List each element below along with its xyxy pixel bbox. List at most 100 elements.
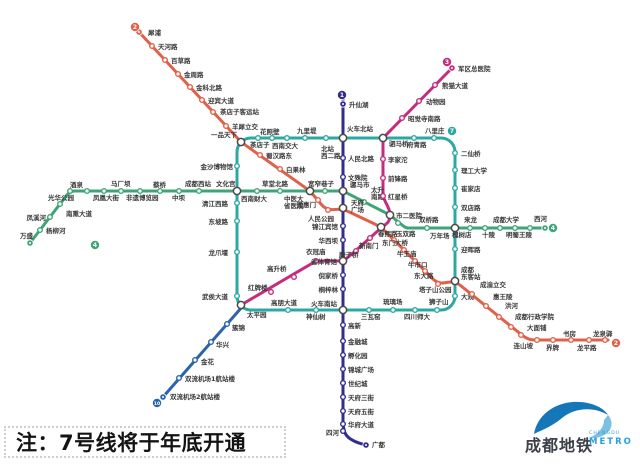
station-label: 成都西站 [185, 179, 212, 188]
station-label: 茶店子客运站 [219, 107, 260, 116]
station-label: 草堂北路 [262, 179, 289, 188]
station-label: 惠王陵 [493, 292, 513, 301]
station-天府五街: 天府五街 [340, 407, 375, 416]
station-label: 羊犀立交 [232, 122, 259, 131]
station-label: 百草路 [171, 56, 191, 65]
station-label: 明蜀王陵 [506, 230, 533, 239]
station-label: 来龙 [463, 215, 478, 224]
station-红牌楼: 红牌楼 [248, 283, 275, 296]
station-百草路: 百草路 [161, 56, 191, 65]
station-label: 高升桥 [267, 264, 287, 273]
station-label: 成都 [461, 265, 475, 274]
station-label: 高朋大道 [271, 298, 298, 307]
station-label: 天河路 [158, 42, 178, 51]
station-华西坝: 华西坝 [319, 236, 347, 245]
station-惠王陵: 惠王陵 [483, 292, 513, 310]
station-金周路: 金周路 [174, 70, 204, 79]
station-label: 迎晖路 [461, 245, 481, 254]
station-label: 锦江宾馆 [312, 222, 339, 231]
metro-logo-swoosh-icon [534, 401, 612, 438]
station-四川师大: 四川师大 [404, 307, 431, 321]
station-label: 光华公园 [47, 193, 75, 202]
metro-line-3-stations: 军区总医院熊猫大道动物园昭觉寺南路驷马桥李家沱前锋路红星桥市二医院新南门磨子桥衣… [248, 64, 491, 296]
station-宽窄巷子: 宽窄巷子 [307, 179, 335, 194]
station-label: 军区总医院 [458, 64, 491, 73]
station-杨柳河: 杨柳河 [37, 226, 66, 235]
station-光华公园: 光华公园 [47, 187, 75, 202]
station-label: 双桥路 [419, 215, 439, 224]
station-西南财大: 西南财大 [241, 187, 268, 203]
station-label: 成都行政学院 [515, 312, 555, 321]
station-万年场: 万年场 [429, 223, 460, 240]
svg-text:2: 2 [614, 340, 618, 347]
station-东大路: 东大路 [414, 268, 434, 280]
station-玉双路: 玉双路 [395, 219, 416, 238]
station-二仙桥: 二仙桥 [452, 149, 481, 158]
logo-text-cn: 成都地铁 [525, 436, 594, 455]
station-label: 玉双路 [396, 229, 416, 238]
station-label: 双流机场1航站楼 [185, 374, 236, 383]
station-狮子山: 狮子山 [428, 297, 449, 314]
station-label: 酒泉 [70, 180, 84, 189]
station-label: 金科北路 [195, 83, 223, 92]
station-label: 火车北站 [347, 124, 374, 133]
station-簇锦: 簇锦 [223, 321, 246, 332]
station-八里庄: 八里庄 [424, 126, 445, 141]
svg-text:2: 2 [133, 24, 137, 31]
station-东坡路: 东坡路 [209, 217, 240, 226]
station-双桥路: 双桥路 [419, 215, 439, 231]
station-label-line2: 东客站 [461, 272, 481, 281]
station-双店路: 双店路 [452, 203, 481, 212]
station-label: 二仙桥 [461, 149, 481, 158]
station-清江西路: 清江西路 [202, 199, 240, 208]
station-label: 太升 [370, 185, 385, 194]
station-新南门: 新南门 [359, 234, 379, 250]
line-4-badge-icon: 4 [548, 222, 559, 233]
station-label: 东门大桥 [382, 238, 409, 247]
station-武侯大道: 武侯大道 [202, 292, 240, 301]
station-白果林: 白果林 [277, 165, 306, 174]
metro-line-4-stations: 万盛杨柳河凤溪河南熏大道光华公园酒泉凤凰大街马厂坝非遗博览园蔡桥中坝成都西站文化… [19, 179, 549, 247]
station-label: 天府五街 [348, 407, 375, 416]
station-label: 狮子山 [428, 297, 449, 306]
station-label: 连山坡 [514, 341, 534, 350]
station-label: 四河 [326, 428, 340, 437]
svg-text:4: 4 [551, 225, 555, 232]
station-神仙树: 神仙树 [306, 307, 326, 321]
station-label: 茶店子 [249, 140, 270, 149]
line-2-badge-icon: 2 [129, 21, 140, 32]
station-label: 新南门 [359, 241, 379, 250]
station-花照壁: 花照壁 [260, 127, 280, 141]
station-骡马市: 骡马市 [338, 180, 370, 196]
station-天府三街: 天府三街 [340, 393, 375, 402]
station-省体育馆: 省体育馆 [310, 256, 348, 266]
station-label-line2: 省医院 [283, 201, 304, 210]
station-label: 簇锦 [231, 323, 246, 332]
station-万盛: 万盛 [19, 231, 34, 247]
line-10-badge-icon: 10 [151, 397, 162, 408]
station-label: 迎宾大道 [208, 96, 235, 105]
logo-text-en: CHENGDU METRO [589, 431, 633, 446]
station-塔子山公园: 塔子山公园 [419, 281, 452, 294]
station-label: 万盛 [19, 231, 34, 240]
station-label: 倪家桥 [319, 271, 339, 280]
logo-text-en-line1: CHENGDU [589, 431, 621, 436]
station-label: 北站 [321, 144, 335, 153]
station-label: 孵化园 [348, 351, 368, 360]
station-火车南站: 火车南站 [311, 299, 348, 315]
station-中坝: 中坝 [172, 187, 186, 202]
station-东门大桥: 东门大桥 [382, 236, 409, 247]
station-label: 磨子桥 [339, 250, 359, 259]
station-金融城: 金融城 [340, 337, 368, 346]
station-label: 金沙博物馆 [200, 162, 234, 171]
station-倪家桥: 倪家桥 [319, 271, 347, 280]
station-熊猫大道: 熊猫大道 [432, 81, 469, 90]
station-驷马桥: 驷马桥 [378, 133, 409, 148]
station-label: 升仙湖 [349, 100, 369, 109]
note-text: 注：7号线将于年底开通 [16, 431, 247, 455]
station-label: 市二医院 [396, 211, 423, 220]
station-三瓦窑: 三瓦窑 [361, 307, 381, 321]
svg-text:7: 7 [450, 128, 454, 135]
station-label: 成渝立交 [480, 280, 507, 289]
